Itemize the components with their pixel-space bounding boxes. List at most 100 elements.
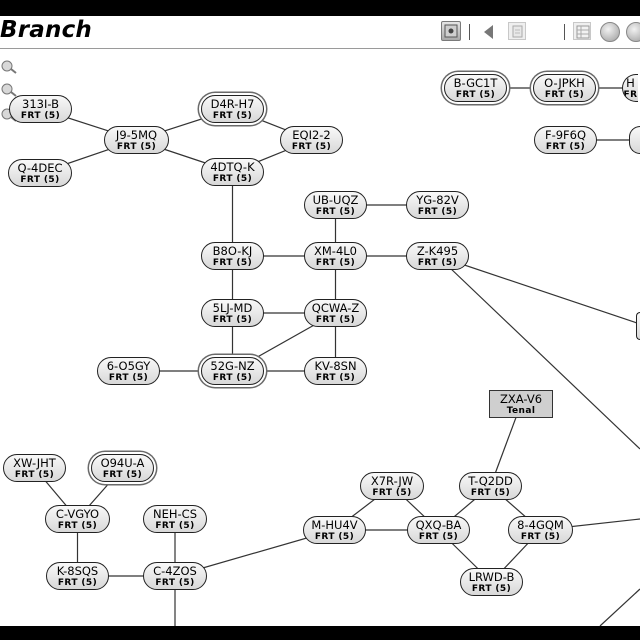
node-name: D4R-H7: [210, 97, 255, 111]
graph-node-partial[interactable]: [636, 312, 640, 340]
node-status: FRT (5): [470, 487, 511, 498]
node-name: 8-4GQM: [517, 518, 564, 532]
node-status: FRT (5): [471, 583, 512, 594]
map-icon[interactable]: [441, 21, 461, 41]
node-status: FRT (5): [14, 469, 55, 480]
node-status: FRT (5): [417, 206, 458, 217]
node-status: FRT (5): [315, 206, 356, 217]
graph-node-partial[interactable]: [629, 126, 640, 154]
node-status: FRT (5): [212, 314, 253, 325]
node-status: FRT (5): [455, 89, 496, 100]
node-name: UB-UQZ: [312, 193, 359, 207]
node-name: C-VGYO: [55, 507, 100, 521]
header-bar: Branch: [0, 16, 640, 49]
node-name: M-HU4V: [311, 518, 358, 532]
node-name: B-GC1T: [453, 76, 498, 90]
node-name: QCWA-Z: [311, 301, 360, 315]
back-arrow-icon[interactable]: [484, 25, 493, 39]
zoom-in-icon[interactable]: [0, 59, 18, 75]
node-status: FRT (5): [544, 89, 585, 100]
node-name: ZXA-V6: [499, 392, 543, 406]
window-bottom-bar: [0, 626, 640, 640]
node-status: FRT (5): [418, 531, 459, 542]
node-status: FRT (5): [212, 372, 253, 383]
node-status: FRT (5): [520, 531, 561, 542]
node-name: NEH-CS: [153, 507, 197, 521]
node-name: H: [626, 76, 635, 90]
node-name: 52G-NZ: [210, 359, 255, 373]
node-name: XM-4L0: [314, 244, 357, 258]
node-name: 313I-B: [22, 97, 59, 111]
node-status: FRT (5): [212, 257, 253, 268]
window-top-bar: [0, 0, 640, 16]
node-name: C-4ZOS: [153, 564, 197, 578]
node-status: FRT (5): [315, 257, 356, 268]
node-name: KV-8SN: [314, 359, 357, 373]
node-status: FRT (5): [155, 520, 195, 531]
node-name: F-9F6Q: [544, 128, 587, 142]
graph-edge: [437, 255, 640, 325]
node-status: FRT (5): [108, 372, 149, 383]
node-status: FRT (5): [314, 531, 355, 542]
node-status: FRT (5): [291, 141, 332, 152]
graph-edge: [437, 255, 640, 450]
toolbar-separator: [469, 24, 470, 40]
node-status: FRT (5): [417, 257, 458, 268]
globe-icon[interactable]: [600, 22, 620, 42]
document-icon[interactable]: [508, 22, 526, 40]
node-status: FRT (5): [57, 520, 98, 531]
node-name: 5LJ-MD: [212, 301, 253, 315]
page-title: Branch: [0, 17, 92, 43]
node-status: FR: [623, 89, 638, 100]
node-status: FRT (5): [102, 469, 143, 480]
node-status: FRT (5): [20, 174, 60, 185]
node-name: O-JPKH: [544, 76, 585, 90]
globe-icon[interactable]: [626, 22, 640, 42]
node-status: FRT (5): [212, 110, 253, 121]
graph-edge: [599, 588, 640, 626]
zoom-out-icon[interactable]: [0, 82, 18, 98]
node-name: EQI2-2: [292, 128, 331, 142]
node-status: FRT (5): [155, 577, 195, 588]
node-name: 4DTQ-K: [210, 160, 255, 174]
table-icon[interactable]: [573, 22, 591, 40]
node-name: X7R-JW: [370, 474, 414, 488]
node-name: 6-O5GY: [106, 359, 151, 373]
node-status: FRT (5): [57, 577, 98, 588]
node-status: FRT (5): [212, 173, 253, 184]
